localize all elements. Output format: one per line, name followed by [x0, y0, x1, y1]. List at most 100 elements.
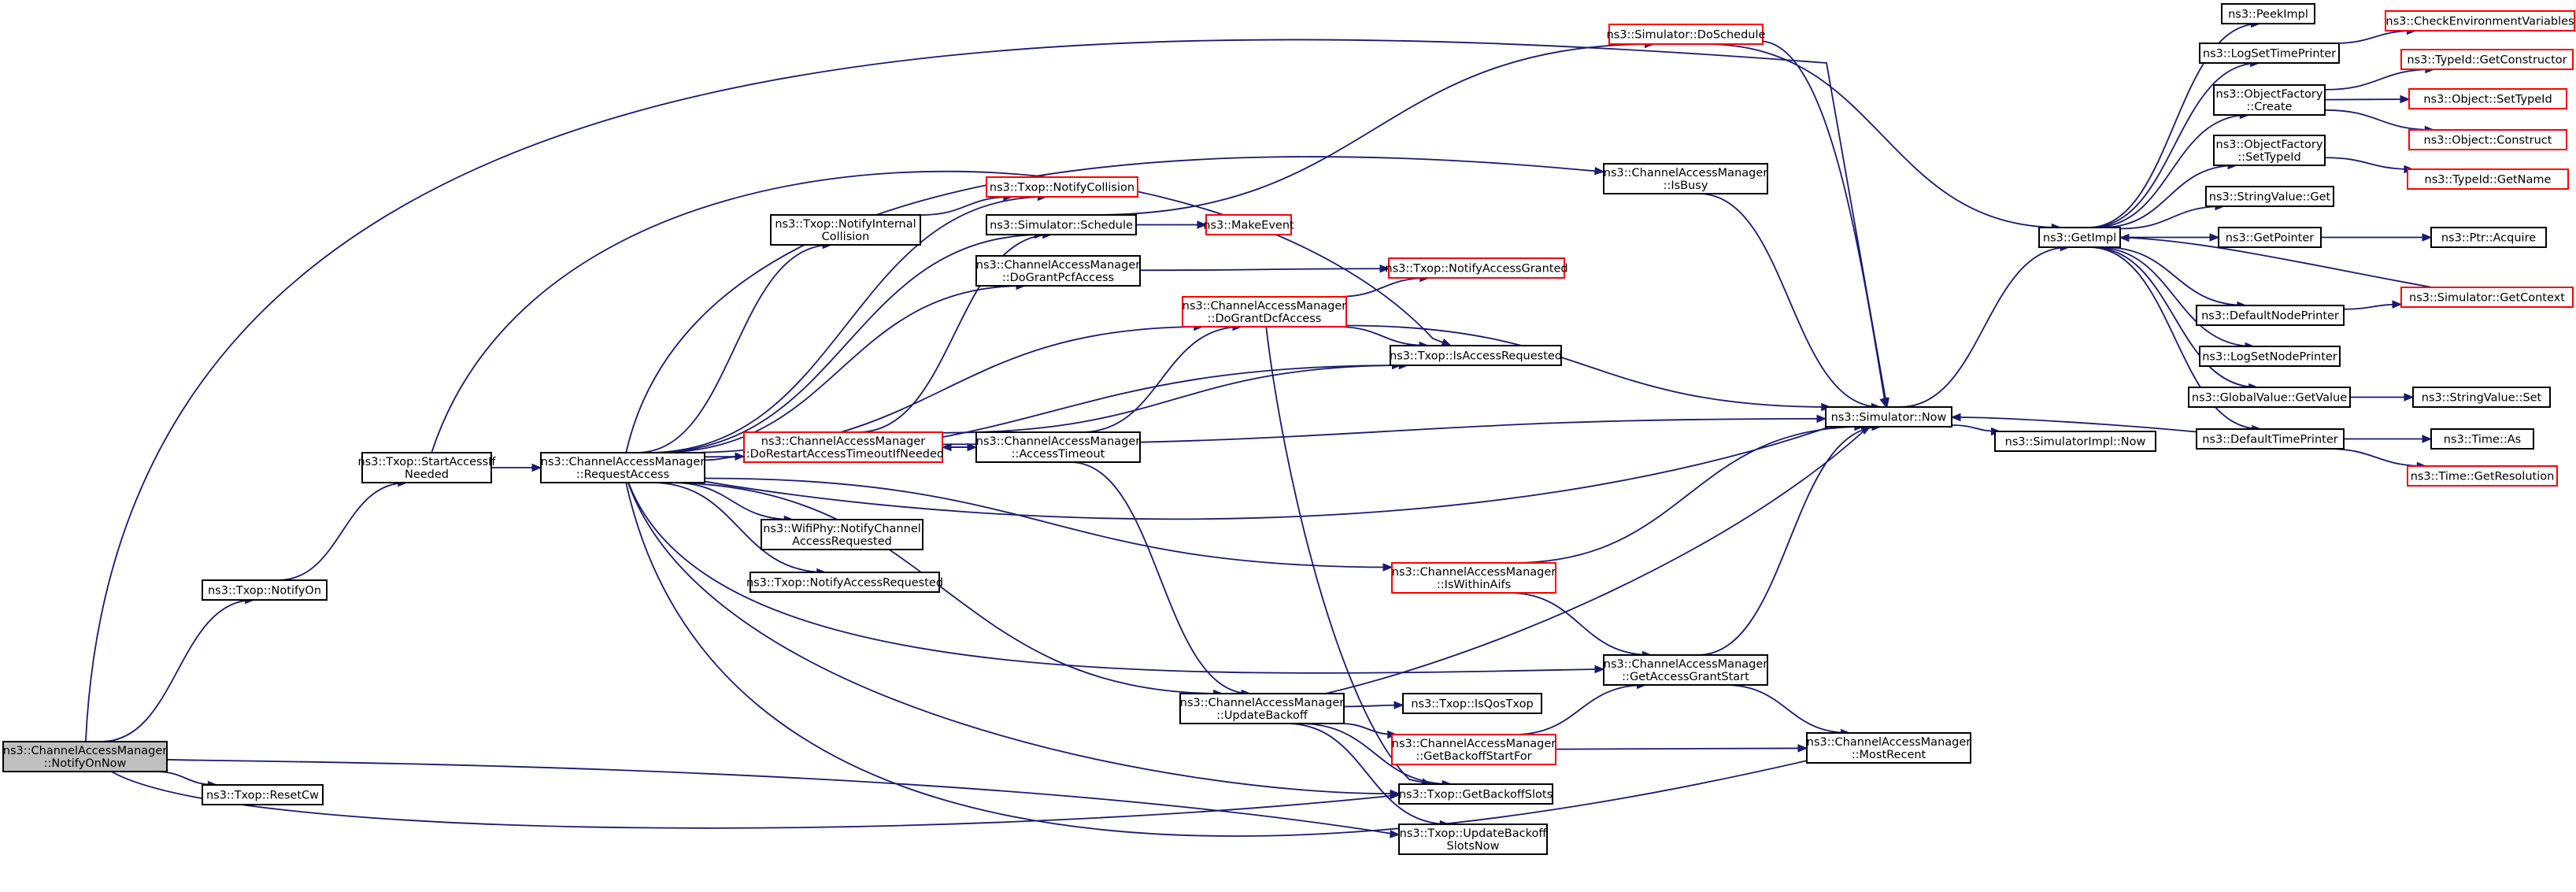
node-label: ns3::LogSetTimePrinter [2203, 48, 2336, 61]
function-node-doGrantPcfAccess[interactable]: ns3::ChannelAccessManager::DoGrantPcfAcc… [975, 255, 1141, 287]
node-box [770, 214, 921, 246]
function-node-doGrantDcfAccess[interactable]: ns3::ChannelAccessManager::DoGrantDcfAcc… [1182, 296, 1347, 328]
node-label: ns3::Txop::NotifyAccessRequested [746, 577, 943, 590]
edge-line [2093, 114, 2249, 228]
node-label: ns3::DefaultNodePrinter [2201, 310, 2339, 323]
node-label: ::SetTypeId [2237, 151, 2300, 164]
node-label: ns3::Txop::StartAccessIf [357, 456, 496, 468]
node-label: ns3::ChannelAccessManager [1392, 566, 1556, 579]
edge-line [650, 234, 1044, 453]
function-node-txopNotifyOn[interactable]: ns3::Txop::NotifyOn [202, 579, 328, 601]
function-node-isWithinAifs[interactable]: ns3::ChannelAccessManager::IsWithinAifs [1391, 562, 1556, 594]
node-label: ns3::Time::GetResolution [2411, 471, 2555, 483]
function-node-updateBackoff[interactable]: ns3::ChannelAccessManager::UpdateBackoff [1179, 693, 1345, 724]
node-box [2400, 287, 2574, 308]
function-node-getPointer[interactable]: ns3::GetPointer [2218, 227, 2322, 248]
function-node-mostRecent[interactable]: ns3::ChannelAccessManager::MostRecent [1806, 732, 1971, 764]
call-edge-objFactoryCreate-to-objectSetTypeId [2324, 94, 2411, 104]
function-node-makeEvent[interactable]: ns3::MakeEvent [1203, 214, 1294, 235]
function-node-typeIdGetConstructor[interactable]: ns3::TypeId::GetConstructor [2400, 49, 2574, 70]
node-label: ns3::Txop::IsQosTxop [1411, 698, 1533, 711]
function-node-defaultNodePrinter[interactable]: ns3::DefaultNodePrinter [2196, 305, 2345, 326]
function-node-objectSetTypeId[interactable]: ns3::Object::SetTypeId [2408, 88, 2567, 109]
function-node-simNow[interactable]: ns3::Simulator::Now [1825, 406, 1952, 427]
edge-line [1762, 40, 1887, 408]
function-node-notifyAccessRequested[interactable]: ns3::Txop::NotifyAccessRequested [746, 572, 943, 593]
arrowhead [531, 463, 542, 472]
edge-line [857, 234, 1052, 433]
function-node-doRestartAccessTimeout[interactable]: ns3::ChannelAccessManager::DoRestartAcce… [742, 431, 944, 463]
function-node-notifyOnNow[interactable]: ns3::ChannelAccessManager::NotifyOnNow [2, 741, 168, 772]
node-box [2408, 129, 2567, 150]
function-node-objFactorySetTypeId[interactable]: ns3::ObjectFactory::SetTypeId [2213, 135, 2326, 166]
function-node-txopResetCw[interactable]: ns3::Txop::ResetCw [202, 784, 324, 805]
function-node-notifyAccessGranted[interactable]: ns3::Txop::NotifyAccessGranted [1385, 257, 1568, 279]
function-node-stringValueSet[interactable]: ns3::StringValue::Set [2412, 387, 2551, 408]
function-node-logSetTimePrinter[interactable]: ns3::LogSetTimePrinter [2199, 43, 2340, 64]
function-node-globalValueGetValue[interactable]: ns3::GlobalValue::GetValue [2188, 387, 2351, 408]
node-label: ns3::Txop::ResetCw [206, 790, 319, 802]
function-node-isQosTxop[interactable]: ns3::Txop::IsQosTxop [1402, 693, 1542, 714]
edge-line [1698, 193, 1881, 408]
call-edge-simNow-to-getImpl [1899, 242, 2071, 408]
edge-line [2119, 205, 2224, 230]
function-node-simImplNow[interactable]: ns3::SimulatorImpl::Now [1994, 431, 2156, 452]
function-node-objFactoryCreate[interactable]: ns3::ObjectFactory::Create [2213, 84, 2326, 116]
node-label: ns3::DefaultTimePrinter [2202, 434, 2337, 446]
node-box [975, 431, 1141, 463]
node-label: Needed [405, 468, 449, 481]
function-node-defaultTimePrinter[interactable]: ns3::DefaultTimePrinter [2196, 428, 2345, 450]
node-label: ns3::Txop::GetBackoffSlots [1399, 789, 1553, 801]
edge-line [1724, 684, 1850, 734]
arrowhead [1379, 264, 1390, 273]
node-box [1806, 732, 1971, 764]
node-box [2408, 88, 2567, 109]
node-label: Collision [822, 231, 870, 243]
function-node-timeAs[interactable]: ns3::Time::As [2430, 428, 2534, 450]
arrowhead [1441, 338, 1453, 346]
call-edge-objFactorySetTypeId-to-typeIdGetName [2324, 157, 2415, 174]
function-node-getBackoffSlots[interactable]: ns3::Txop::GetBackoffSlots [1398, 783, 1553, 805]
function-node-getAccessGrantStart[interactable]: ns3::ChannelAccessManager::GetAccessGran… [1603, 654, 1768, 686]
node-box [2199, 43, 2340, 64]
function-node-wifiPhyNotify[interactable]: ns3::WifiPhy::NotifyChannelAccessRequest… [761, 519, 923, 550]
call-edge-updateBackoff-to-simNow [1325, 426, 1871, 694]
call-edge-simGetContext-to-getImpl [2119, 233, 2433, 288]
edge-line [2326, 448, 2426, 467]
function-node-getBackoffStartFor[interactable]: ns3::ChannelAccessManager::GetBackoffSta… [1391, 734, 1556, 765]
function-node-getImpl[interactable]: ns3::GetImpl [2038, 227, 2121, 248]
function-node-objectConstruct[interactable]: ns3::Object::Construct [2408, 129, 2567, 150]
function-node-simSchedule[interactable]: ns3::Simulator::Schedule [986, 214, 1137, 235]
function-node-checkEnvVars[interactable]: ns3::CheckEnvironmentVariables [2385, 10, 2575, 31]
function-node-requestAccess[interactable]: ns3::ChannelAccessManager::RequestAccess [540, 452, 705, 483]
function-node-isBusy[interactable]: ns3::ChannelAccessManager::IsBusy [1603, 163, 1768, 194]
function-node-timeGetResolution[interactable]: ns3::Time::GetResolution [2407, 465, 2558, 487]
node-label: ns3::ChannelAccessManager [1180, 697, 1345, 709]
edge-line [920, 196, 1012, 217]
function-node-simGetContext[interactable]: ns3::Simulator::GetContext [2400, 287, 2574, 308]
node-box [975, 255, 1141, 287]
function-node-ptrAcquire[interactable]: ns3::Ptr::Acquire [2430, 227, 2547, 248]
edge-line [672, 482, 794, 520]
function-node-isAccessRequested[interactable]: ns3::Txop::IsAccessRequested [1390, 345, 1562, 366]
function-node-logSetNodePrinter[interactable]: ns3::LogSetNodePrinter [2199, 346, 2341, 367]
edge-line [2119, 237, 2433, 288]
function-node-typeIdGetName[interactable]: ns3::TypeId::GetName [2407, 168, 2569, 190]
node-box [2407, 168, 2569, 190]
edge-line [627, 482, 1604, 674]
function-node-stringValueGet[interactable]: ns3::StringValue::Get [2205, 186, 2334, 207]
node-box [202, 579, 328, 601]
function-node-notifyCollision[interactable]: ns3::Txop::NotifyCollision [986, 176, 1138, 198]
call-edge-requestAccess-to-doRestartAccessTimeout [704, 452, 746, 461]
function-node-simDoSchedule[interactable]: ns3::Simulator::DoSchedule [1607, 24, 1766, 45]
node-box [986, 214, 1137, 235]
arrowhead [2422, 435, 2433, 443]
edge-line [2095, 246, 2255, 347]
node-box [2205, 186, 2334, 207]
function-node-peekImpl[interactable]: ns3::PeekImpl [2221, 3, 2315, 24]
edge-line [704, 477, 1393, 568]
function-node-accessTimeout[interactable]: ns3::ChannelAccessManager::AccessTimeout [975, 431, 1141, 463]
